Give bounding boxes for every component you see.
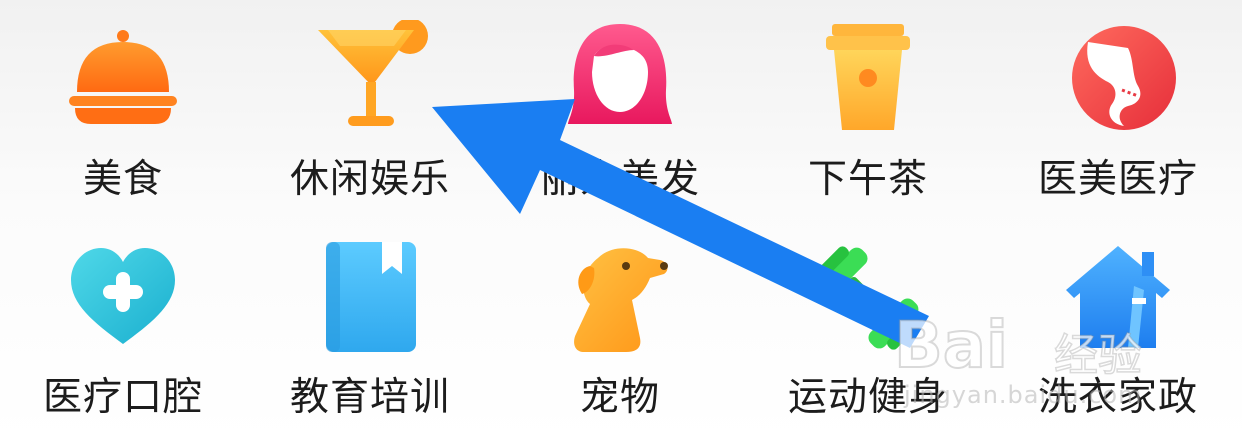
heart-plus-icon <box>63 238 183 358</box>
category-item-leisure[interactable]: 休闲娱乐 <box>260 12 460 212</box>
woman-hair-icon <box>560 20 680 140</box>
category-item-fitness[interactable]: 运动健身 <box>758 230 958 430</box>
category-label: 下午茶 <box>807 157 928 202</box>
category-label: 运动健身 <box>787 375 948 420</box>
category-item-dental[interactable]: 医疗口腔 <box>13 230 213 430</box>
category-label: 医美医疗 <box>1037 157 1198 202</box>
dog-icon <box>560 238 680 358</box>
category-item-pets[interactable]: 宠物 <box>510 230 710 430</box>
coffee-cup-icon <box>808 20 928 140</box>
house-broom-icon <box>1058 238 1178 358</box>
category-label: 医疗口腔 <box>42 375 203 420</box>
category-item-education[interactable]: 教育培训 <box>260 230 460 430</box>
category-item-beauty-hair[interactable]: 丽人美发 <box>510 12 710 212</box>
category-label: 宠物 <box>579 375 660 420</box>
category-label: 洗衣家政 <box>1037 375 1198 420</box>
category-item-medical-beauty[interactable]: 医美医疗 <box>1008 12 1208 212</box>
category-item-food[interactable]: 美食 <box>13 12 213 212</box>
book-icon <box>310 238 430 358</box>
category-item-laundry[interactable]: 洗衣家政 <box>1008 230 1208 430</box>
food-cloche-icon <box>63 20 183 140</box>
category-label: 美食 <box>82 157 163 202</box>
category-label: 休闲娱乐 <box>289 157 450 202</box>
category-label: 教育培训 <box>289 375 450 420</box>
cocktail-glass-icon <box>310 20 430 140</box>
face-contour-icon <box>1058 20 1178 140</box>
category-item-afternoon-tea[interactable]: 下午茶 <box>758 12 958 212</box>
dumbbell-icon <box>808 238 928 358</box>
category-label: 丽人美发 <box>539 157 700 202</box>
